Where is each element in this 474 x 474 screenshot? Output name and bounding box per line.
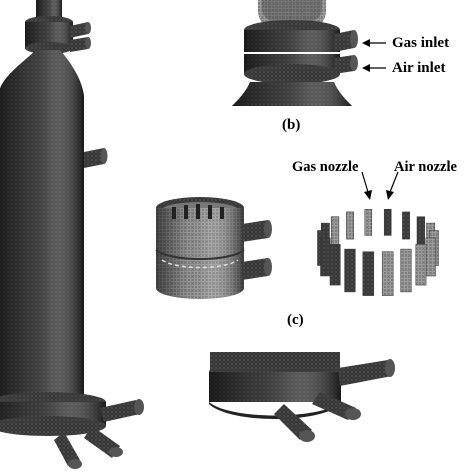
burner-ring-mesh <box>155 197 272 299</box>
nozzle-block <box>320 237 331 277</box>
air-inlet-arrow <box>362 64 386 72</box>
gas-nozzle-label: Gas nozzle <box>292 159 359 175</box>
nozzle-block <box>383 209 392 236</box>
nozzle-block <box>425 237 436 277</box>
air-nozzle-label: Air nozzle <box>394 159 457 175</box>
gas-inlet-arrow <box>362 39 386 47</box>
air-inlet-label: Air inlet <box>392 60 446 76</box>
nozzle-block <box>362 251 375 296</box>
nozzle-block <box>400 248 412 293</box>
gas-inlet-label: Gas inlet <box>392 35 450 51</box>
nozzle-ring-mesh <box>317 209 439 296</box>
burner-column-mesh <box>0 0 144 469</box>
top-chamber-mesh <box>232 0 358 106</box>
nozzle-block <box>344 248 356 293</box>
nozzle-block <box>329 244 341 286</box>
nozzle-block <box>381 251 394 296</box>
gas-nozzle-arrow <box>361 171 372 200</box>
nozzle-block <box>330 216 340 247</box>
nozzle-block <box>364 209 373 236</box>
nozzle-block <box>346 211 354 240</box>
panel-c-tag: (c) <box>287 312 304 328</box>
nozzle-block <box>416 216 425 247</box>
nozzle-block <box>415 244 427 286</box>
air-nozzle-arrow <box>386 171 399 200</box>
nozzle-block <box>402 211 410 240</box>
panel-b-tag: (b) <box>282 117 301 133</box>
bottom-flange-mesh <box>209 352 395 442</box>
